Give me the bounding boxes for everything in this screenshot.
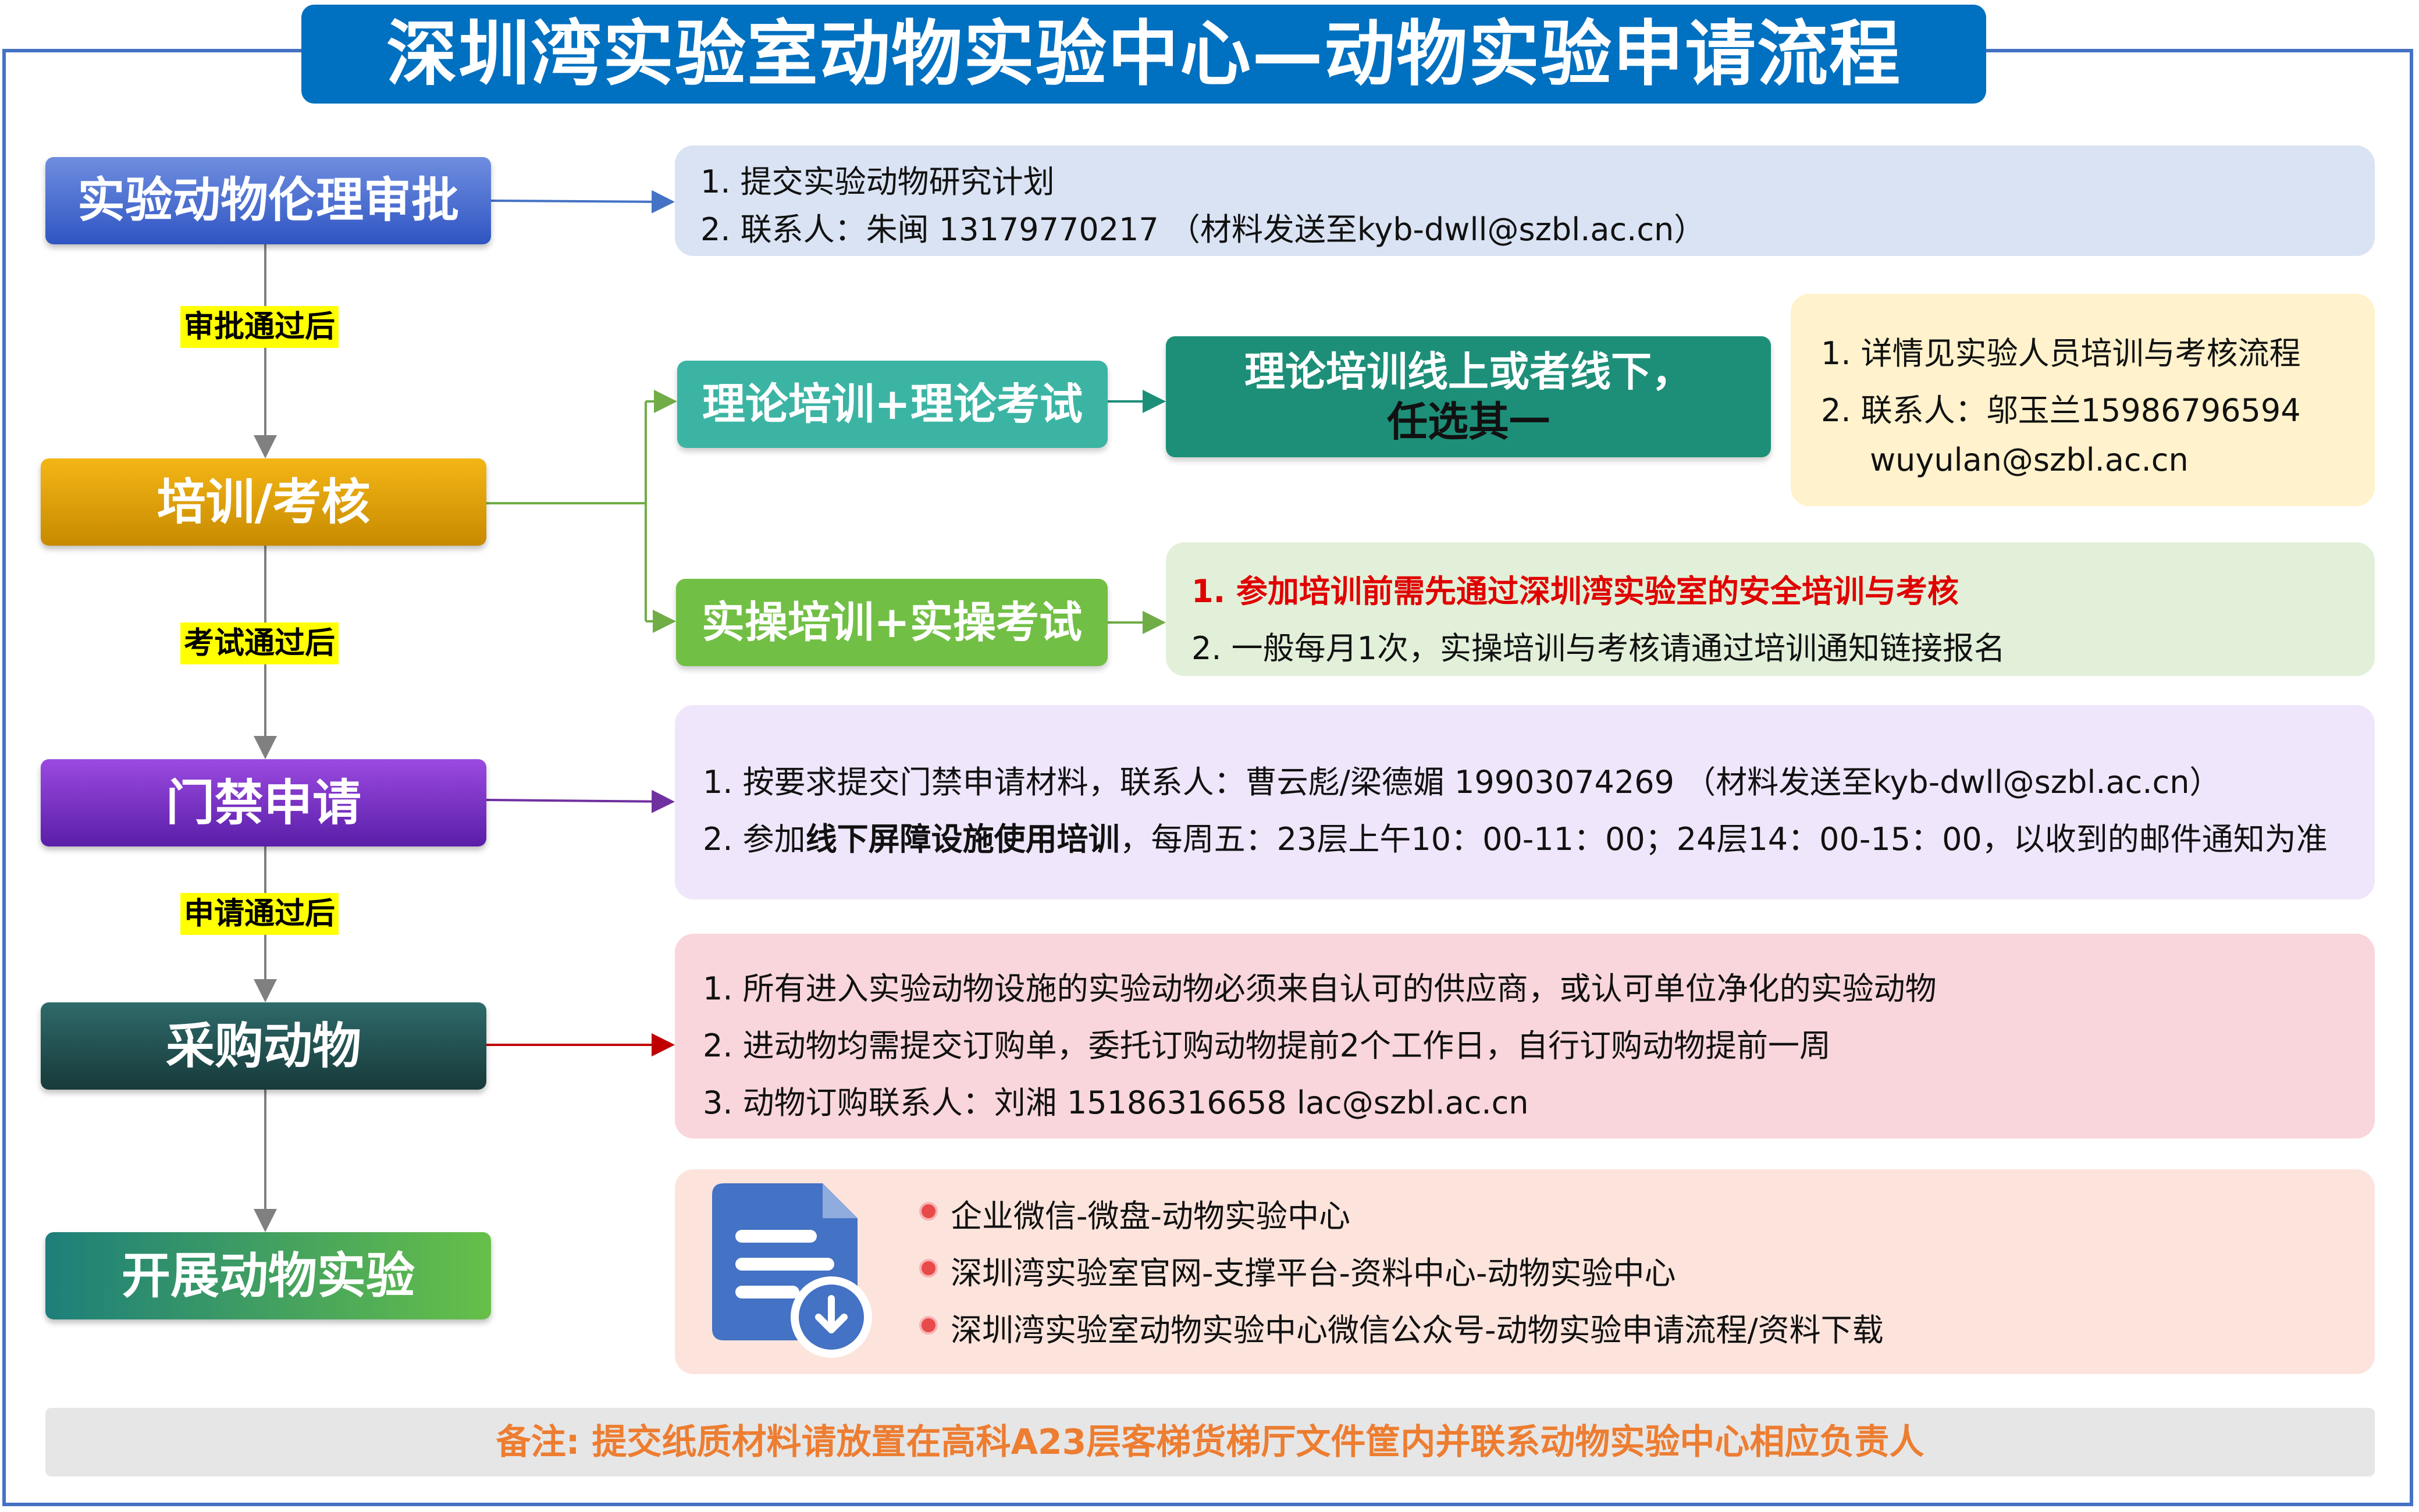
theory-info-1: 1. 详情见实验人员培训与考核流程 [1821, 335, 2301, 372]
resources-box: 企业微信-微盘-动物实验中心 深圳湾实验室官网-支撑平台-资料中心-动物实验中心… [675, 1169, 2375, 1374]
theory-info-email: wuyulan@szbl.ac.cn [1870, 442, 2189, 478]
step-ethics-approval: 实验动物伦理审批 [45, 157, 491, 244]
access-info-box: 1. 按要求提交门禁申请材料，联系人：曹云彪/梁德媚 19903074269 （… [675, 705, 2375, 899]
arrow-ethics-info [490, 190, 675, 214]
purchase-item-1: 1. 所有进入实验动物设施的实验动物必须来自认可的供应商，或认可单位净化的实验动… [703, 970, 1937, 1007]
access-item-2-bold: 线下屏障设施使用培训 [805, 821, 1120, 858]
bullet-icon [919, 1259, 938, 1278]
access-item-2: 2. 参加线下屏障设施使用培训，每周五：23层上午10：00-11：00；24层… [703, 813, 2328, 859]
theory-info-box: 1. 详情见实验人员培训与考核流程 2. 联系人：邬玉兰15986796594 … [1791, 294, 2375, 506]
theory-mode-line-1: 理论培训线上或者线下， [1244, 348, 1692, 396]
condition-exam-passed: 考试通过后 [180, 622, 339, 664]
step-training-assessment: 培训/考核 [41, 458, 486, 546]
theory-mode-line-2: 任选其一 [1387, 398, 1550, 446]
practice-info-schedule: 2. 一般每月1次，实操培训与考核请通过培训通知链接报名 [1191, 630, 2006, 667]
document-download-icon [712, 1183, 872, 1358]
ethics-item-1: 1. 提交实验动物研究计划 [700, 163, 1055, 200]
access-item-2-suffix: ，每周五：23层上午10：00-11：00；24层14：00-15：00，以收到… [1119, 821, 2328, 858]
purchase-info-box: 1. 所有进入实验动物设施的实验动物必须来自认可的供应商，或认可单位净化的实验动… [675, 934, 2375, 1139]
practice-training-box: 实操培训+实操考试 [676, 579, 1108, 666]
access-item-1: 1. 按要求提交门禁申请材料，联系人：曹云彪/梁德媚 19903074269 （… [703, 764, 2221, 801]
resource-item-2: 深圳湾实验室官网-支撑平台-资料中心-动物实验中心 [951, 1255, 1676, 1292]
step-conduct-experiment: 开展动物实验 [45, 1232, 491, 1319]
theory-training-box: 理论培训+理论考试 [677, 361, 1108, 448]
theory-info-2: 2. 联系人：邬玉兰15986796594 [1821, 392, 2301, 429]
access-item-2-prefix: 2. 参加 [703, 821, 806, 858]
condition-application-passed: 申请通过后 [180, 893, 339, 935]
resource-item-1: 企业微信-微盘-动物实验中心 [951, 1198, 1350, 1234]
purchase-item-2: 2. 进动物均需提交订购单，委托订购动物提前2个工作日，自行订购动物提前一周 [703, 1027, 1831, 1064]
condition-approval-passed: 审批通过后 [180, 306, 339, 348]
practice-info-warning: 1. 参加培训前需先通过深圳湾实验室的安全培训与考核 [1191, 573, 1959, 610]
arrow-access-info [486, 789, 675, 813]
bullet-icon [919, 1202, 938, 1221]
purchase-item-3: 3. 动物订购联系人：刘湘 15186316658 lac@szbl.ac.cn [703, 1084, 1529, 1121]
ethics-info-box: 1. 提交实验动物研究计划 2. 联系人：朱闽 13179770217 （材料发… [675, 145, 2375, 256]
page-title: 深圳湾实验室动物实验中心—动物实验申请流程 [301, 5, 1986, 104]
step-purchase-animals: 采购动物 [41, 1002, 486, 1090]
step-access-application: 门禁申请 [41, 759, 486, 846]
practice-info-box: 1. 参加培训前需先通过深圳湾实验室的安全培训与考核 2. 一般每月1次，实操培… [1166, 542, 2375, 676]
footer-note: 备注: 提交纸质材料请放置在高科A23层客梯货梯厅文件筐内并联系动物实验中心相应… [45, 1408, 2375, 1477]
bullet-icon [919, 1316, 938, 1335]
resource-item-3: 深圳湾实验室动物实验中心微信公众号-动物实验申请流程/资料下载 [951, 1312, 1884, 1349]
theory-mode-box: 理论培训线上或者线下， 任选其一 [1166, 336, 1771, 457]
ethics-item-2: 2. 联系人：朱闽 13179770217 （材料发送至kyb-dwll@szb… [700, 211, 1706, 248]
